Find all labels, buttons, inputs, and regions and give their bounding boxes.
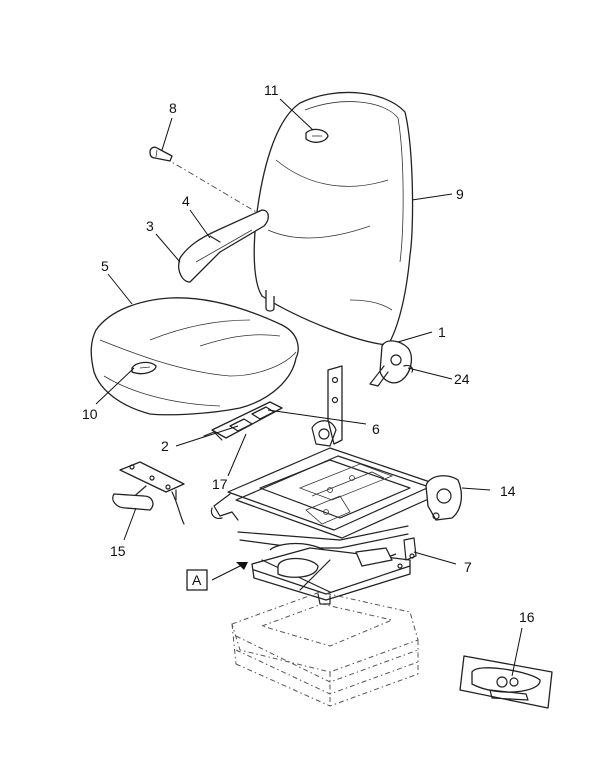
view-a-box [186,569,208,591]
seat-backrest [253,91,414,346]
callout-7: 7 [464,559,472,575]
callout-10: 10 [82,406,98,422]
seat-base [231,591,419,707]
callout-5: 5 [101,258,109,274]
callout-2: 2 [161,438,169,454]
recline-bracket [369,340,414,387]
adjustment-lever [112,461,185,525]
callout-4: 4 [182,193,190,209]
callout-11: 11 [264,82,279,98]
armrest [178,209,269,283]
callout-24: 24 [454,371,470,387]
pin [149,146,173,162]
callout-labels: 8 11 4 9 3 5 1 24 10 2 6 17 14 15 A 7 16 [82,82,535,625]
callout-9: 9 [456,186,464,202]
suspension-assembly [237,525,417,605]
callout-17: 17 [212,476,228,492]
callout-8: 8 [169,100,177,116]
callout-3: 3 [146,218,154,234]
callout-6: 6 [372,421,380,437]
callout-a: A [192,572,202,588]
callout-1: 1 [438,324,446,340]
callout-15: 15 [110,543,126,559]
accessory-kit [459,655,553,709]
leader-lines [95,98,523,677]
seat-upper-frame [210,365,463,539]
callout-16: 16 [519,609,535,625]
callout-14: 14 [500,483,516,499]
seat-cushion [90,297,299,416]
